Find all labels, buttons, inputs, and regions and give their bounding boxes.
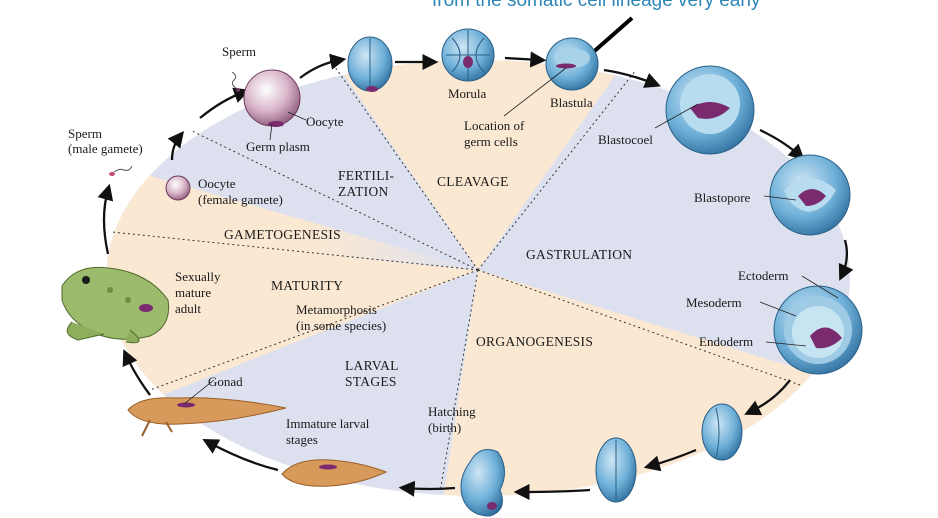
label-oocyte-female-1: Oocyte xyxy=(198,176,236,191)
label-adult-3: adult xyxy=(175,301,201,316)
label-morula: Morula xyxy=(448,86,487,101)
male-gamete xyxy=(109,165,133,176)
label-hatching-1: Hatching xyxy=(428,404,476,419)
tailbud-embryo xyxy=(595,437,637,503)
label-blastula: Blastula xyxy=(550,95,593,110)
blastula-embryo xyxy=(545,37,599,91)
tadpole-small xyxy=(281,459,388,487)
structure-labels: Sperm Sperm (male gamete) Oocyte Germ pl… xyxy=(68,44,789,447)
label-sperm-male-1: Sperm xyxy=(68,126,102,141)
sector-maturity xyxy=(106,230,478,400)
label-oocyte-female-2: (female gamete) xyxy=(198,192,283,207)
gastrula-embryo xyxy=(773,285,863,375)
tadpole-large xyxy=(127,397,287,437)
sector-gametogenesis xyxy=(106,150,478,270)
blastopore-embryo xyxy=(769,154,851,236)
label-blastocoel: Blastocoel xyxy=(598,132,653,147)
adult-frog xyxy=(61,266,170,344)
label-oocyte: Oocyte xyxy=(306,114,344,129)
label-metamorphosis-1: Metamorphosis xyxy=(296,302,377,317)
label-organogenesis: ORGANOGENESIS xyxy=(476,334,593,349)
neurula-embryo xyxy=(701,403,743,461)
label-larval-1: LARVAL xyxy=(345,358,399,373)
female-gamete xyxy=(165,175,191,201)
label-hatching-2: (birth) xyxy=(428,420,461,435)
label-blastopore: Blastopore xyxy=(694,190,751,205)
label-ectoderm: Ectoderm xyxy=(738,268,789,283)
sector-cleavage xyxy=(320,60,640,270)
label-gametogenesis: GAMETOGENESIS xyxy=(224,227,341,242)
stage-labels: FERTILI- ZATION CLEAVAGE GASTRULATION OR… xyxy=(224,168,632,389)
label-sperm-male-2: (male gamete) xyxy=(68,141,143,156)
label-location-1: Location of xyxy=(464,118,525,133)
label-fertilization-1: FERTILI- xyxy=(338,168,395,183)
caption-text: from the somatic cell lineage very early xyxy=(432,0,761,11)
hatching-embryo xyxy=(460,449,505,517)
label-endoderm: Endoderm xyxy=(699,334,753,349)
label-immature-2: stages xyxy=(286,432,318,447)
cleavage-embryo xyxy=(347,36,393,92)
label-mesoderm: Mesoderm xyxy=(686,295,742,310)
label-cleavage: CLEAVAGE xyxy=(437,174,509,189)
label-adult-1: Sexually xyxy=(175,269,221,284)
label-germ-plasm: Germ plasm xyxy=(246,139,310,154)
label-gonad: Gonad xyxy=(208,374,243,389)
label-adult-2: mature xyxy=(175,285,211,300)
oocyte-with-germ-plasm xyxy=(243,69,301,127)
label-sperm: Sperm xyxy=(222,44,256,59)
label-larval-2: STAGES xyxy=(345,374,397,389)
sector-dividers xyxy=(111,59,801,493)
label-immature-1: Immature larval xyxy=(286,416,370,431)
label-metamorphosis-2: (in some species) xyxy=(296,318,386,333)
label-fertilization-2: ZATION xyxy=(338,184,389,199)
leader-lines xyxy=(183,67,839,405)
label-gastrulation: GASTRULATION xyxy=(526,247,632,262)
label-maturity: MATURITY xyxy=(271,278,343,293)
sperm-icon xyxy=(231,71,237,89)
cycle-arrows xyxy=(97,51,854,501)
label-location-2: germ cells xyxy=(464,134,518,149)
blastocoel-embryo xyxy=(665,65,755,155)
morula-embryo xyxy=(441,28,495,82)
